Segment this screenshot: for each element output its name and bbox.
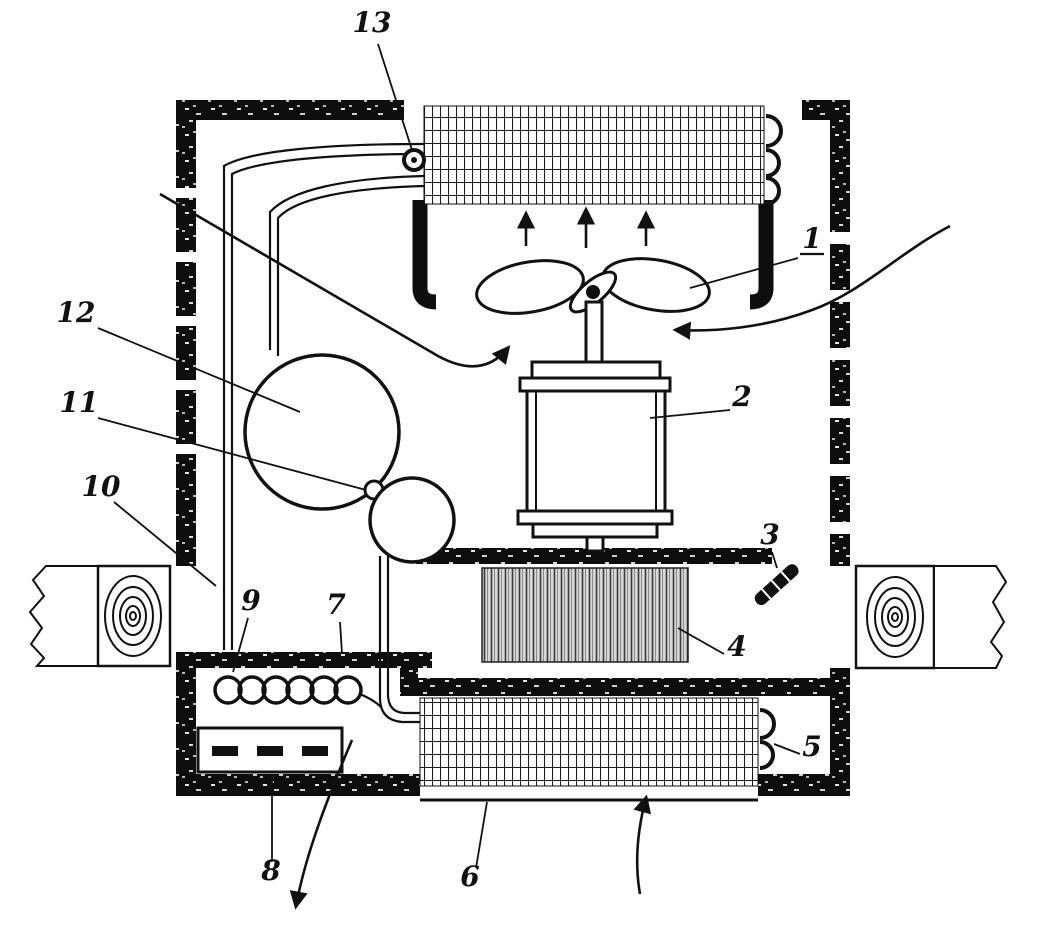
inner-partitions <box>176 200 850 696</box>
fan-shroud-right <box>749 200 774 310</box>
wood-grain <box>104 575 162 657</box>
condenser-return-bends <box>759 708 776 770</box>
coil-spring <box>213 675 363 705</box>
airflow-arrows <box>159 192 951 910</box>
leader-11 <box>97 417 367 491</box>
label-8: 8 <box>260 854 280 887</box>
label-6: 6 <box>460 860 479 893</box>
label-10: 10 <box>82 470 121 503</box>
leader-5 <box>773 743 801 755</box>
control-panel <box>196 726 344 774</box>
motor-shaft-bottom <box>585 535 605 553</box>
evaporator-return-bends <box>765 114 783 206</box>
condenser-coil <box>419 697 776 787</box>
small-vessel <box>368 476 456 564</box>
leader-1 <box>689 257 799 289</box>
intake-arrow-left <box>159 192 511 368</box>
motor-shaft-top <box>584 300 604 366</box>
motor-body <box>525 389 667 513</box>
evaporator-coil <box>402 105 783 206</box>
label-12: 12 <box>57 296 96 329</box>
motor-mount-bar <box>416 548 772 564</box>
label-5: 5 <box>802 730 821 763</box>
bottom-intake-arrow <box>633 794 652 895</box>
label-3: 3 <box>760 518 779 551</box>
leader-lines <box>97 43 824 869</box>
fan-blade-left <box>475 259 585 315</box>
labels: 13 1 2 3 4 5 6 7 8 9 10 11 12 <box>57 6 822 893</box>
label-2: 2 <box>731 380 751 413</box>
label-9: 9 <box>241 584 260 617</box>
label-7: 7 <box>326 588 346 621</box>
leader-7 <box>339 621 343 655</box>
fan-motor <box>516 300 674 553</box>
panel-slot <box>302 746 328 756</box>
outer-cabinet-walls <box>176 100 850 796</box>
leader-9 <box>232 617 249 673</box>
leader-10 <box>113 501 217 587</box>
leader-12 <box>97 327 301 413</box>
leader-6 <box>475 801 488 869</box>
intake-arrow-right <box>672 224 951 340</box>
leader-3 <box>771 551 778 569</box>
label-11: 11 <box>60 386 99 419</box>
fan-shroud-left <box>412 200 437 310</box>
leader-2 <box>649 409 731 419</box>
window-frame-right <box>854 564 1008 670</box>
large-vessel <box>243 353 401 511</box>
leader-4 <box>677 627 725 655</box>
condenser-chamber-bar <box>400 678 850 696</box>
torn-frame-piece <box>28 565 99 667</box>
wood-grain <box>866 576 924 658</box>
fan <box>475 257 711 315</box>
torn-frame-piece <box>933 565 1008 669</box>
panel-slot <box>212 746 238 756</box>
leader-13 <box>377 43 413 151</box>
fan-blade-right <box>601 257 711 313</box>
exhaust-arrow <box>289 739 354 910</box>
refrigerant-tubes <box>222 142 425 724</box>
panel-slot <box>257 746 283 756</box>
label-13: 13 <box>353 6 392 39</box>
blower <box>481 567 689 663</box>
partition-stub <box>400 660 418 682</box>
left-compartment-bar <box>176 652 432 668</box>
fan-hub <box>586 285 600 299</box>
label-4: 4 <box>727 630 746 663</box>
damper <box>754 564 799 606</box>
window-frame-left <box>28 564 172 668</box>
label-1: 1 <box>802 222 821 255</box>
